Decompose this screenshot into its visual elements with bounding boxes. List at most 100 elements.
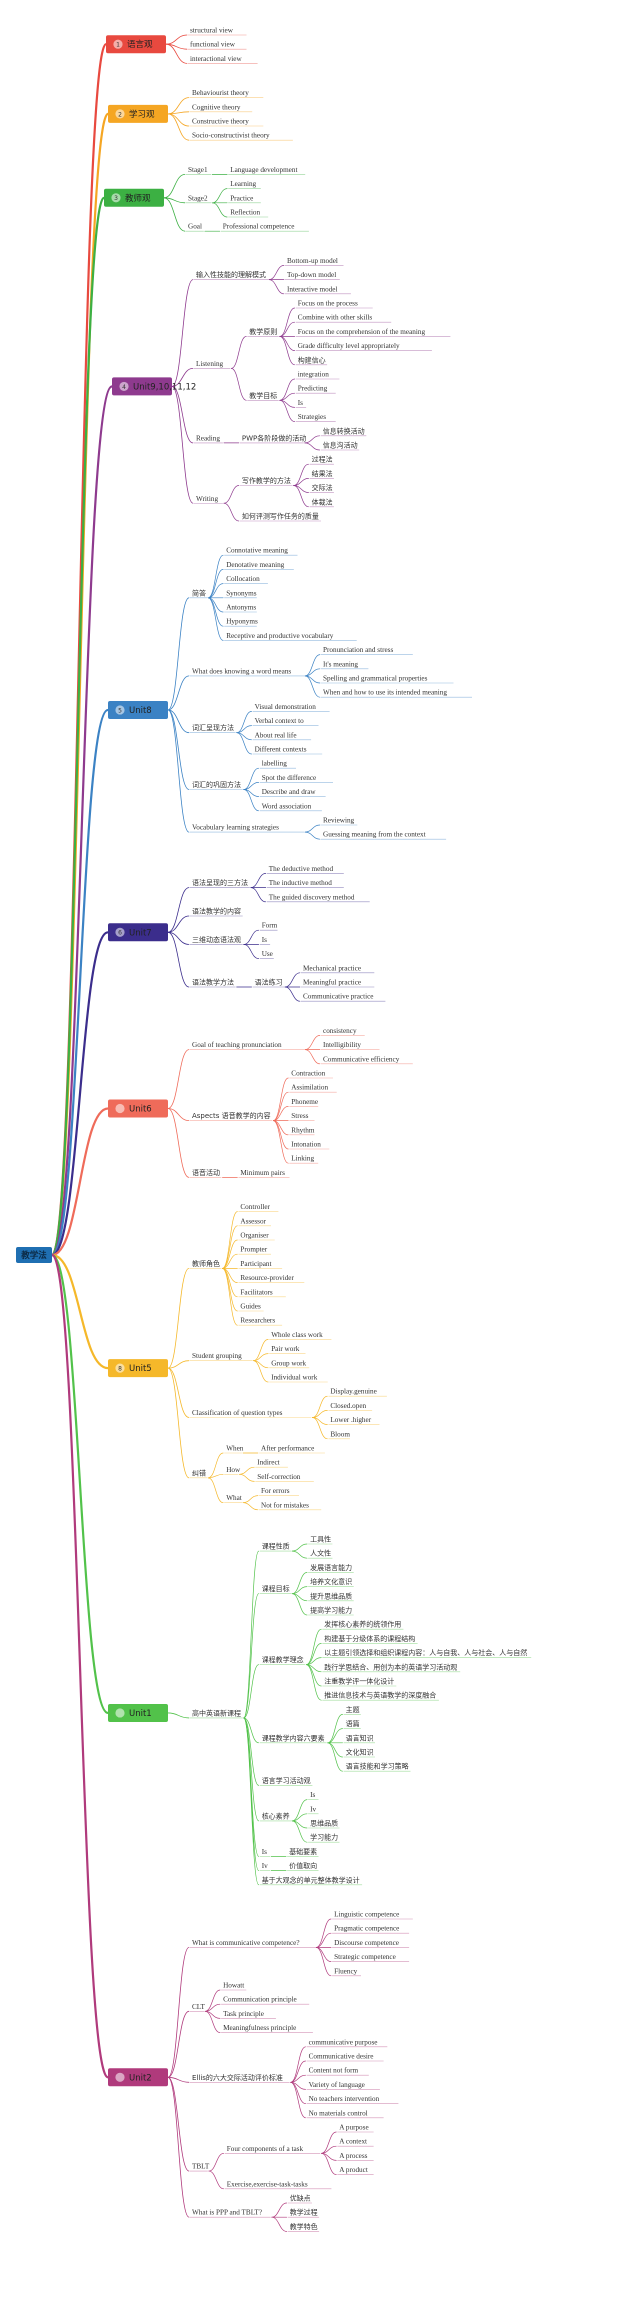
node-meaningfulness-principle[interactable]: Meaningfulness principle: [223, 2024, 296, 2032]
root-node[interactable]: 教学法: [16, 1247, 52, 1263]
node-node[interactable]: 培养文化意识: [310, 1577, 352, 1586]
node-pragmatic-competence[interactable]: Pragmatic competence: [334, 1925, 399, 1933]
node-professional-competence[interactable]: Professional competence: [223, 223, 295, 231]
node-node[interactable]: 语篇: [346, 1719, 360, 1728]
node-organiser[interactable]: Organiser: [240, 1232, 269, 1240]
node-receptive-and-productive-vocabulary[interactable]: Receptive and productive vocabulary: [226, 632, 334, 640]
node-node[interactable]: 发挥核心素养的统领作用: [324, 1620, 401, 1629]
node-structural-view[interactable]: structural view: [190, 27, 234, 35]
node-functional-view[interactable]: functional view: [190, 41, 236, 49]
node-node[interactable]: 教学原则: [249, 327, 277, 336]
node-node[interactable]: 语言学习活动观: [262, 1776, 311, 1785]
node-pronunciation-and-stress[interactable]: Pronunciation and stress: [323, 646, 393, 654]
node-node[interactable]: 语法呈现的三方法: [192, 878, 248, 887]
node-assimilation[interactable]: Assimilation: [291, 1084, 328, 1092]
node-meaningful-practice[interactable]: Meaningful practice: [303, 979, 361, 987]
node-exercise-exercise-task-tasks[interactable]: Exercise,exercise-task-tasks: [227, 2180, 308, 2188]
node-labelling[interactable]: labelling: [262, 760, 288, 768]
node-how[interactable]: How: [226, 1466, 241, 1474]
node-bloom[interactable]: Bloom: [330, 1430, 350, 1438]
node-node[interactable]: 语言知识: [346, 1733, 374, 1742]
node-communicative-purpose[interactable]: communicative purpose: [309, 2038, 378, 2046]
node-integration[interactable]: integration: [298, 371, 330, 379]
node-about-real-life[interactable]: About real life: [255, 731, 297, 739]
node-node[interactable]: 思维品质: [310, 1819, 338, 1828]
node-node[interactable]: 发展语言能力: [310, 1563, 352, 1572]
node-node[interactable]: 词汇的巩固方法: [192, 780, 241, 789]
node-vocabulary-learning-strategies[interactable]: Vocabulary learning strategies: [192, 824, 279, 832]
node-researchers[interactable]: Researchers: [240, 1317, 275, 1325]
node-strategic-competence[interactable]: Strategic competence: [334, 1953, 396, 1961]
node-display-genuine[interactable]: Display.genuine: [330, 1388, 376, 1396]
node-node[interactable]: 输入性技能的理解模式: [196, 270, 266, 279]
node-a-context[interactable]: A context: [339, 2138, 367, 2146]
node-behaviourist-theory[interactable]: Behaviourist theory: [192, 89, 249, 97]
node-goal-of-teaching-pronunciation[interactable]: Goal of teaching pronunciation: [192, 1041, 282, 1049]
node-intelligibility[interactable]: Intelligibility: [323, 1041, 361, 1049]
node-node[interactable]: 结果法: [312, 469, 333, 478]
node-linking[interactable]: Linking: [291, 1155, 314, 1163]
node-reading[interactable]: Reading: [196, 434, 220, 442]
node-hyponyms[interactable]: Hyponyms: [226, 618, 258, 626]
node-visual-demonstration[interactable]: Visual demonstration: [255, 703, 317, 711]
node-consistency[interactable]: consistency: [323, 1027, 357, 1035]
node-node[interactable]: 人文性: [310, 1549, 331, 1558]
node-communicative-practice[interactable]: Communicative practice: [303, 993, 373, 1001]
node-node[interactable]: 工具性: [310, 1535, 331, 1544]
node-classification-of-question-types[interactable]: Classification of question types: [192, 1409, 283, 1417]
node-node[interactable]: 信息转换活动: [323, 426, 365, 435]
branch-node-unit2[interactable]: Unit2: [108, 2068, 168, 2087]
node-node[interactable]: 交际法: [312, 483, 333, 492]
node-node[interactable]: 基于大观念的单元整体教学设计: [262, 1875, 360, 1884]
branch-node-unit6[interactable]: Unit6: [108, 1099, 168, 1118]
node-lower-higher[interactable]: Lower .higher: [330, 1416, 371, 1424]
node-use[interactable]: Use: [262, 950, 273, 958]
node-bottom-up-model[interactable]: Bottom-up model: [287, 257, 338, 265]
node-mechanical-practice[interactable]: Mechanical practice: [303, 964, 361, 972]
node-denotative-meaning[interactable]: Denotative meaning: [226, 561, 284, 569]
node-a-process[interactable]: A process: [339, 2152, 367, 2160]
node-what[interactable]: What: [226, 1494, 242, 1502]
node-aspects[interactable]: Aspects 语音教学的内容: [192, 1111, 271, 1120]
node-antonyms[interactable]: Antonyms: [226, 604, 256, 612]
node-what-does-knowing-a-word-means[interactable]: What does knowing a word means: [192, 667, 291, 675]
node-pair-work[interactable]: Pair work: [271, 1345, 300, 1353]
node-node[interactable]: 构建信心: [298, 355, 326, 364]
node-cognitive-theory[interactable]: Cognitive theory: [192, 103, 241, 111]
node-rhythm[interactable]: Rhythm: [291, 1126, 315, 1134]
node-node[interactable]: 简答: [192, 588, 206, 597]
node-discourse-competence[interactable]: Discourse competence: [334, 1939, 399, 1947]
node-node[interactable]: 提升思维品质: [310, 1591, 352, 1600]
branch-node-unit1[interactable]: Unit1: [108, 1703, 168, 1722]
node-when[interactable]: When: [226, 1445, 244, 1453]
node-iv[interactable]: Iv: [310, 1805, 316, 1813]
node-combine-with-other-skills[interactable]: Combine with other skills: [298, 314, 373, 322]
node-ellis[interactable]: Ellis的六大交际活动评价标准: [192, 2073, 283, 2082]
node-synonyms[interactable]: Synonyms: [226, 589, 257, 597]
node-variety-of-language[interactable]: Variety of language: [309, 2081, 365, 2089]
node-verbal-context-to[interactable]: Verbal context to: [255, 717, 305, 725]
node-a-product[interactable]: A product: [339, 2166, 368, 2174]
node-communicative-efficiency[interactable]: Communicative efficiency: [323, 1055, 400, 1063]
node-when-and-how-to-use-its-intended-meaning[interactable]: When and how to use its intended meaning: [323, 689, 447, 697]
node-guides[interactable]: Guides: [240, 1303, 261, 1311]
node-strategies[interactable]: Strategies: [298, 413, 327, 421]
node-stress[interactable]: Stress: [291, 1112, 308, 1120]
node-linguistic-competence[interactable]: Linguistic competence: [334, 1911, 399, 1919]
node-node[interactable]: 信息沟活动: [323, 441, 358, 450]
node-goal[interactable]: Goal: [188, 223, 202, 231]
node-focus-on-the-comprehension-of-the-meaning[interactable]: Focus on the comprehension of the meanin…: [298, 328, 426, 336]
node-phoneme[interactable]: Phoneme: [291, 1098, 318, 1106]
node-node[interactable]: 教学目标: [249, 391, 277, 400]
node-it-s-meaning[interactable]: It's meaning: [323, 660, 358, 668]
node-after-performance[interactable]: After performance: [261, 1445, 314, 1453]
node-student-grouping[interactable]: Student grouping: [192, 1352, 242, 1360]
node-closed-open[interactable]: Closed.open: [330, 1402, 366, 1410]
node-guessing-meaning-from-the-context[interactable]: Guessing meaning from the context: [323, 831, 426, 839]
node-four-components-of-a-task[interactable]: Four components of a task: [227, 2145, 304, 2153]
node-grade-difficulty-level-appropriately[interactable]: Grade difficulty level appropriately: [298, 342, 400, 350]
node-contraction[interactable]: Contraction: [291, 1070, 325, 1078]
